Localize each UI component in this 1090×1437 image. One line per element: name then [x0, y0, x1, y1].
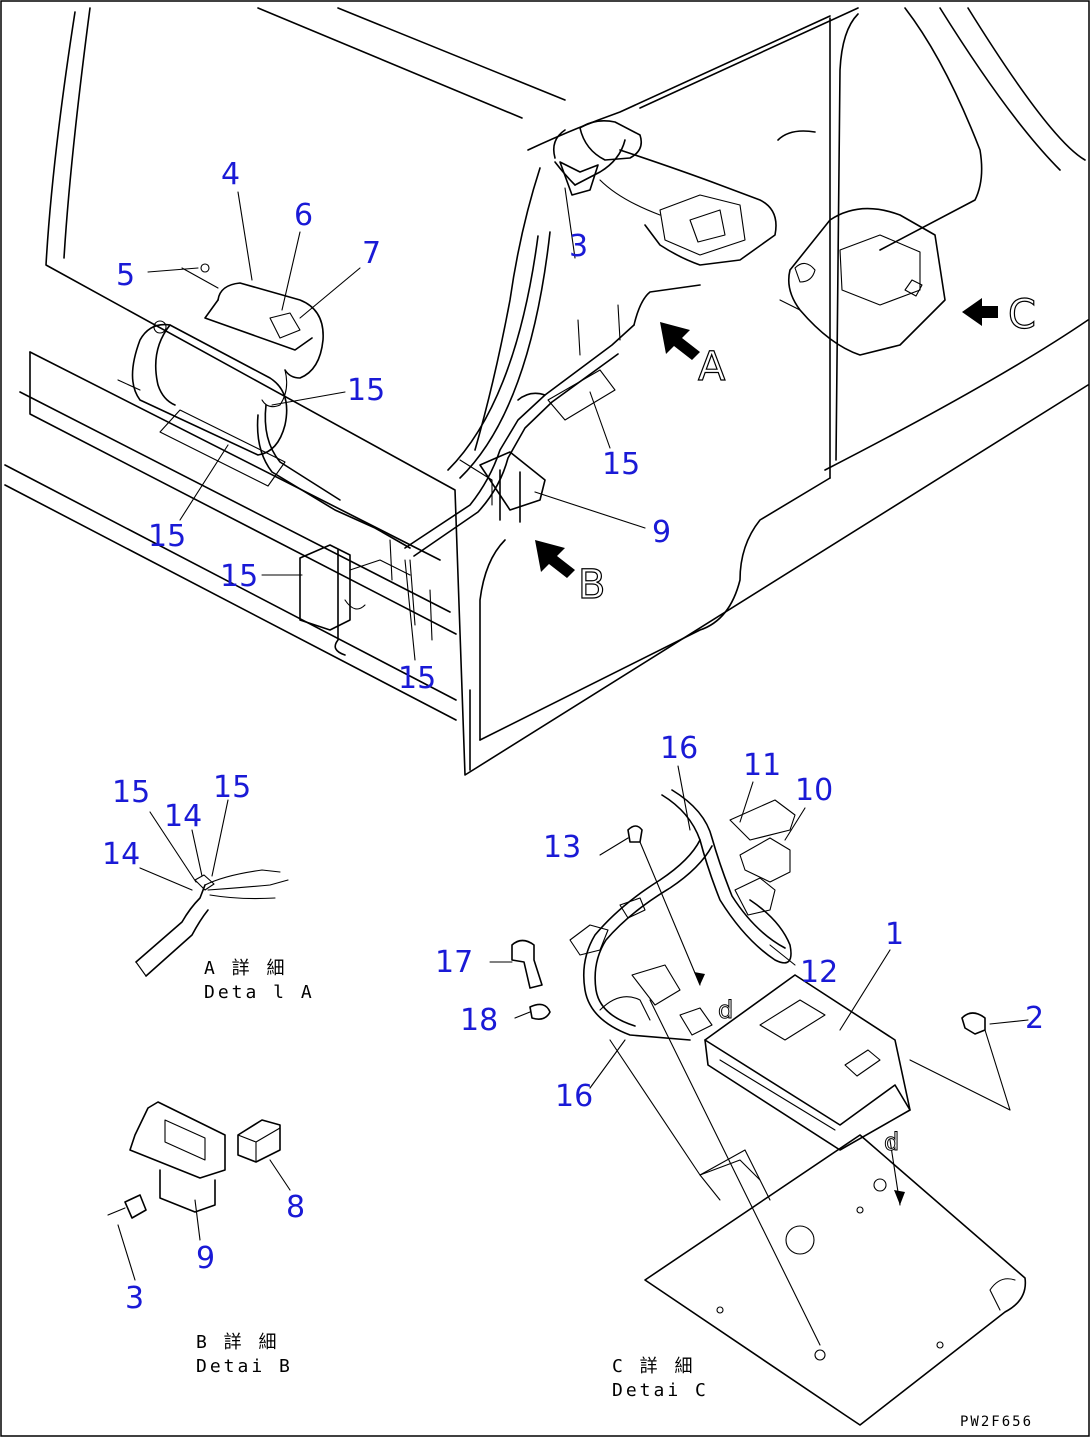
callout-8: 8 — [286, 1190, 305, 1225]
callout-9a: 9 — [652, 515, 671, 550]
view-arrow-a: A — [660, 322, 727, 391]
callout-13: 13 — [543, 830, 581, 865]
callout-9b: 9 — [196, 1241, 215, 1276]
callout-16b: 16 — [555, 1079, 593, 1114]
callout-15b: 15 — [148, 519, 186, 554]
callout-4: 4 — [221, 157, 240, 192]
callout-15f: 15 — [112, 775, 150, 810]
view-label-b: B — [578, 562, 605, 608]
callout-14a: 14 — [164, 799, 202, 834]
callout-12: 12 — [800, 955, 838, 990]
view-arrow-c: C — [962, 291, 1037, 339]
detail-b-caption-jp: B 詳 細 — [196, 1332, 280, 1353]
drawing-code: PW2F656 — [960, 1414, 1033, 1430]
wiper-motor-assembly — [181, 263, 324, 408]
letter-d-2: d — [884, 1128, 899, 1156]
callout-7: 7 — [362, 236, 381, 271]
detail-c-caption-en: Detai C — [612, 1380, 709, 1401]
callouts-main: 4 6 7 5 15 15 15 15 15 9 3 — [116, 157, 671, 696]
cylinder-tank — [117, 320, 288, 456]
lower-bracket — [299, 539, 433, 656]
view-arrow-b: B — [535, 540, 606, 609]
callout-14b: 14 — [102, 837, 140, 872]
leader-lines — [147, 187, 646, 661]
callout-1: 1 — [885, 917, 904, 952]
callout-2: 2 — [1025, 1001, 1044, 1036]
letter-d-1: d — [718, 996, 733, 1024]
view-label-c: C — [1008, 292, 1036, 338]
harness-clamps — [159, 304, 621, 487]
callout-15c: 15 — [220, 559, 258, 594]
callout-3b: 3 — [125, 1281, 144, 1316]
callout-15g: 15 — [213, 770, 251, 805]
bracket-assembly-b — [459, 451, 546, 523]
harness-route — [256, 139, 701, 557]
upper-controls — [559, 120, 946, 356]
detail-a: 15 14 15 14 A 詳 細 Deta l A — [102, 770, 315, 1003]
view-label-a: A — [698, 344, 726, 390]
callout-3a: 3 — [569, 229, 588, 264]
callout-17: 17 — [435, 945, 473, 980]
callout-15d: 15 — [398, 661, 436, 696]
callout-6: 6 — [294, 198, 313, 233]
detail-c: 16 11 10 13 1 17 12 2 18 16 d d C 詳 細 De… — [435, 731, 1044, 1426]
callout-15e: 15 — [602, 447, 640, 482]
callout-16a: 16 — [660, 731, 698, 766]
detail-b: 8 9 3 B 詳 細 Detai B — [107, 1101, 305, 1377]
detail-c-caption-jp: C 詳 細 — [612, 1356, 696, 1377]
cab-outline — [4, 7, 1089, 776]
detail-a-caption-jp: A 詳 細 — [204, 958, 288, 979]
detail-b-caption-en: Detai B — [196, 1356, 293, 1377]
callout-10: 10 — [795, 773, 833, 808]
callout-15a: 15 — [347, 373, 385, 408]
callout-11: 11 — [743, 748, 781, 783]
detail-a-caption-en: Deta l A — [204, 982, 315, 1003]
callout-18: 18 — [460, 1003, 498, 1038]
callout-5: 5 — [116, 258, 135, 293]
